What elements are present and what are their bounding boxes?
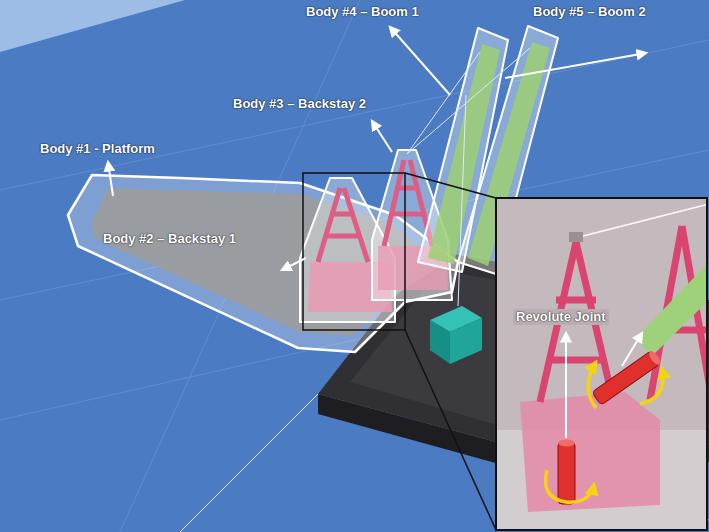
revolute-joint-symbol: [558, 349, 662, 504]
sky: [0, 0, 185, 52]
joint-label: Revolute Joint: [513, 309, 609, 325]
body-label: Body #2 – Backstay 1: [103, 231, 236, 247]
body-label: Body #1 - Platform: [40, 141, 155, 157]
teal-block: [430, 306, 482, 364]
body-label: Body #3 – Backstay 2: [233, 96, 366, 112]
rotation-arrows: [546, 362, 664, 502]
body-label: Body #4 – Boom 1: [306, 4, 419, 20]
cables: [180, 48, 709, 532]
zoom-frame: [303, 173, 496, 530]
inset: [496, 198, 709, 530]
body-label: Body #5 – Boom 2: [533, 4, 646, 20]
